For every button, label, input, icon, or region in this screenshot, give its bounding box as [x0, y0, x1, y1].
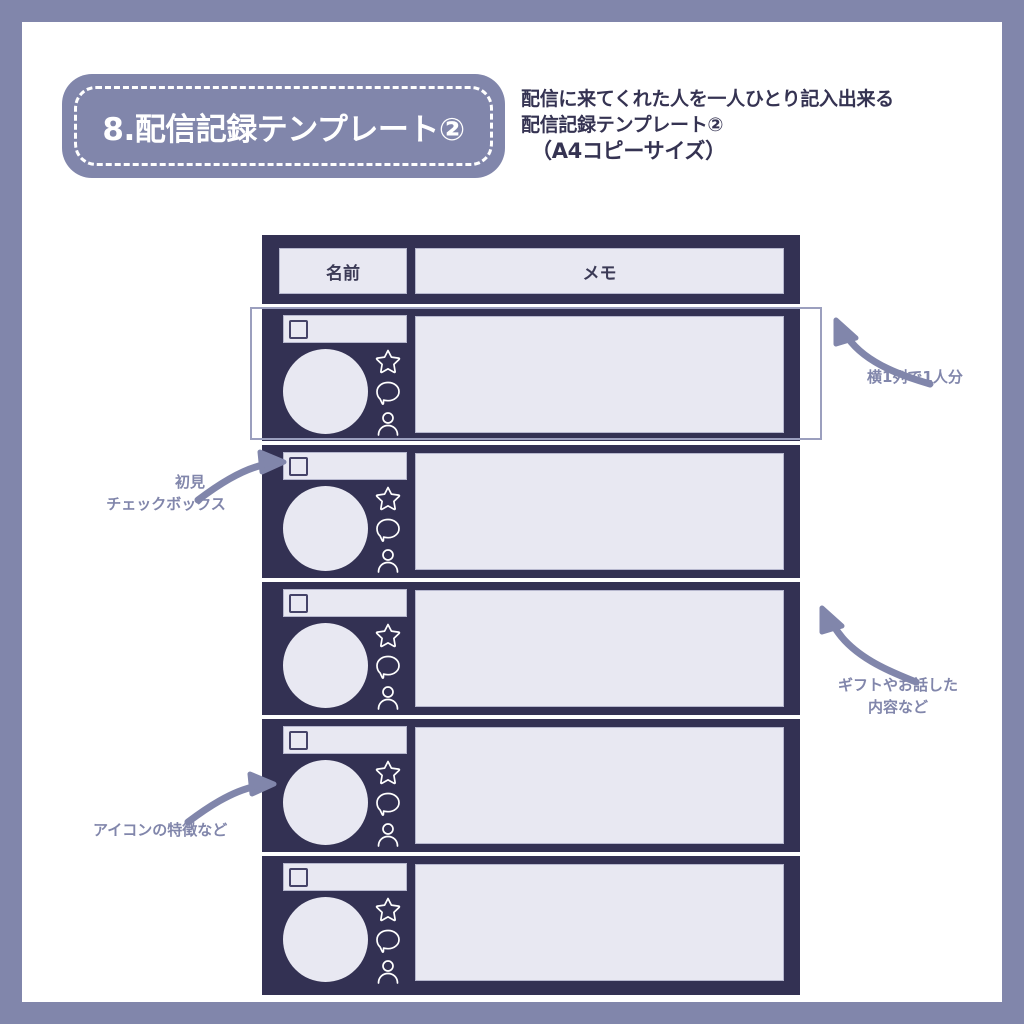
table-row[interactable] — [262, 578, 800, 713]
first-time-checkbox[interactable] — [289, 457, 308, 476]
row-unit-highlight-frame — [250, 307, 822, 440]
table-row[interactable] — [262, 715, 800, 850]
avatar — [283, 760, 368, 845]
person-icon — [377, 412, 399, 436]
subtitle-block: 配信に来てくれた人を一人ひとり記入出来る 配信記録テンプレート② （A4コピーサ… — [521, 86, 894, 164]
star-icon — [375, 623, 401, 648]
annotation-checkbox-line-2: チェックボックス — [106, 495, 226, 513]
annotation-memo-line-1: ギフトやお話した — [838, 676, 959, 694]
name-input-bar[interactable] — [283, 726, 407, 754]
person-icon — [377, 960, 399, 984]
subtitle-line-2: 配信記録テンプレート② — [521, 114, 724, 136]
star-icon — [375, 897, 401, 922]
annotation-memo: ギフトやお話した 内容など — [838, 674, 958, 718]
table-header-row: 名前 メモ — [262, 235, 800, 305]
annotation-checkbox-line-1: 初見 — [174, 473, 205, 491]
annotation-memo-line-2: 内容など — [868, 698, 929, 716]
curved-arrow-left-memo-icon — [819, 605, 920, 686]
table-row[interactable] — [262, 441, 800, 576]
memo-input-box[interactable] — [415, 864, 784, 981]
title-badge: 8.配信記録テンプレート② — [62, 74, 505, 178]
star-icon — [375, 486, 401, 511]
row-icon-column — [370, 484, 406, 576]
avatar — [283, 897, 368, 982]
column-header-name: 名前 — [279, 248, 407, 294]
subtitle-line-3: （A4コピーサイズ） — [531, 139, 726, 163]
name-input-bar[interactable] — [283, 452, 407, 480]
first-time-checkbox[interactable] — [289, 731, 308, 750]
record-table: 名前 メモ — [262, 235, 800, 995]
person-icon — [377, 549, 399, 573]
row-icon-column — [370, 347, 406, 439]
table-row[interactable] — [262, 852, 800, 987]
memo-input-box[interactable] — [415, 453, 784, 570]
curved-arrow-left-row-icon — [833, 317, 934, 388]
column-header-memo: メモ — [415, 248, 784, 294]
memo-input-box[interactable] — [415, 727, 784, 844]
person-icon — [377, 686, 399, 710]
name-input-bar[interactable] — [283, 589, 407, 617]
row-icon-column — [370, 895, 406, 987]
table-row[interactable] — [262, 304, 800, 439]
poster-canvas: 8.配信記録テンプレート② 配信に来てくれた人を一人ひとり記入出来る 配信記録テ… — [22, 22, 1002, 1002]
annotation-row-unit: 横1列で1人分 — [867, 368, 963, 386]
memo-input-box[interactable] — [415, 316, 784, 433]
star-icon — [375, 760, 401, 785]
avatar — [283, 623, 368, 708]
memo-input-box[interactable] — [415, 590, 784, 707]
curved-arrow-right-avatar-icon — [184, 771, 277, 826]
row-icon-column — [370, 758, 406, 850]
star-icon — [375, 349, 401, 374]
name-input-bar[interactable] — [283, 315, 407, 343]
speech-bubble-icon — [376, 518, 400, 542]
speech-bubble-icon — [376, 929, 400, 953]
title-badge-dashed-border — [74, 86, 493, 166]
curved-arrow-right-checkbox-icon — [194, 449, 287, 504]
person-icon — [377, 823, 399, 847]
speech-bubble-icon — [376, 792, 400, 816]
subtitle-line-1: 配信に来てくれた人を一人ひとり記入出来る — [521, 88, 894, 110]
speech-bubble-icon — [376, 655, 400, 679]
annotation-avatar: アイコンの特徴など — [93, 821, 228, 839]
row-icon-column — [370, 621, 406, 713]
title-badge-label: 8.配信記録テンプレート② — [102, 111, 465, 148]
avatar — [283, 349, 368, 434]
first-time-checkbox[interactable] — [289, 868, 308, 887]
avatar — [283, 486, 368, 571]
first-time-checkbox[interactable] — [289, 320, 308, 339]
first-time-checkbox[interactable] — [289, 594, 308, 613]
name-input-bar[interactable] — [283, 863, 407, 891]
annotation-checkbox: 初見 チェックボックス — [96, 471, 236, 515]
speech-bubble-icon — [376, 381, 400, 405]
